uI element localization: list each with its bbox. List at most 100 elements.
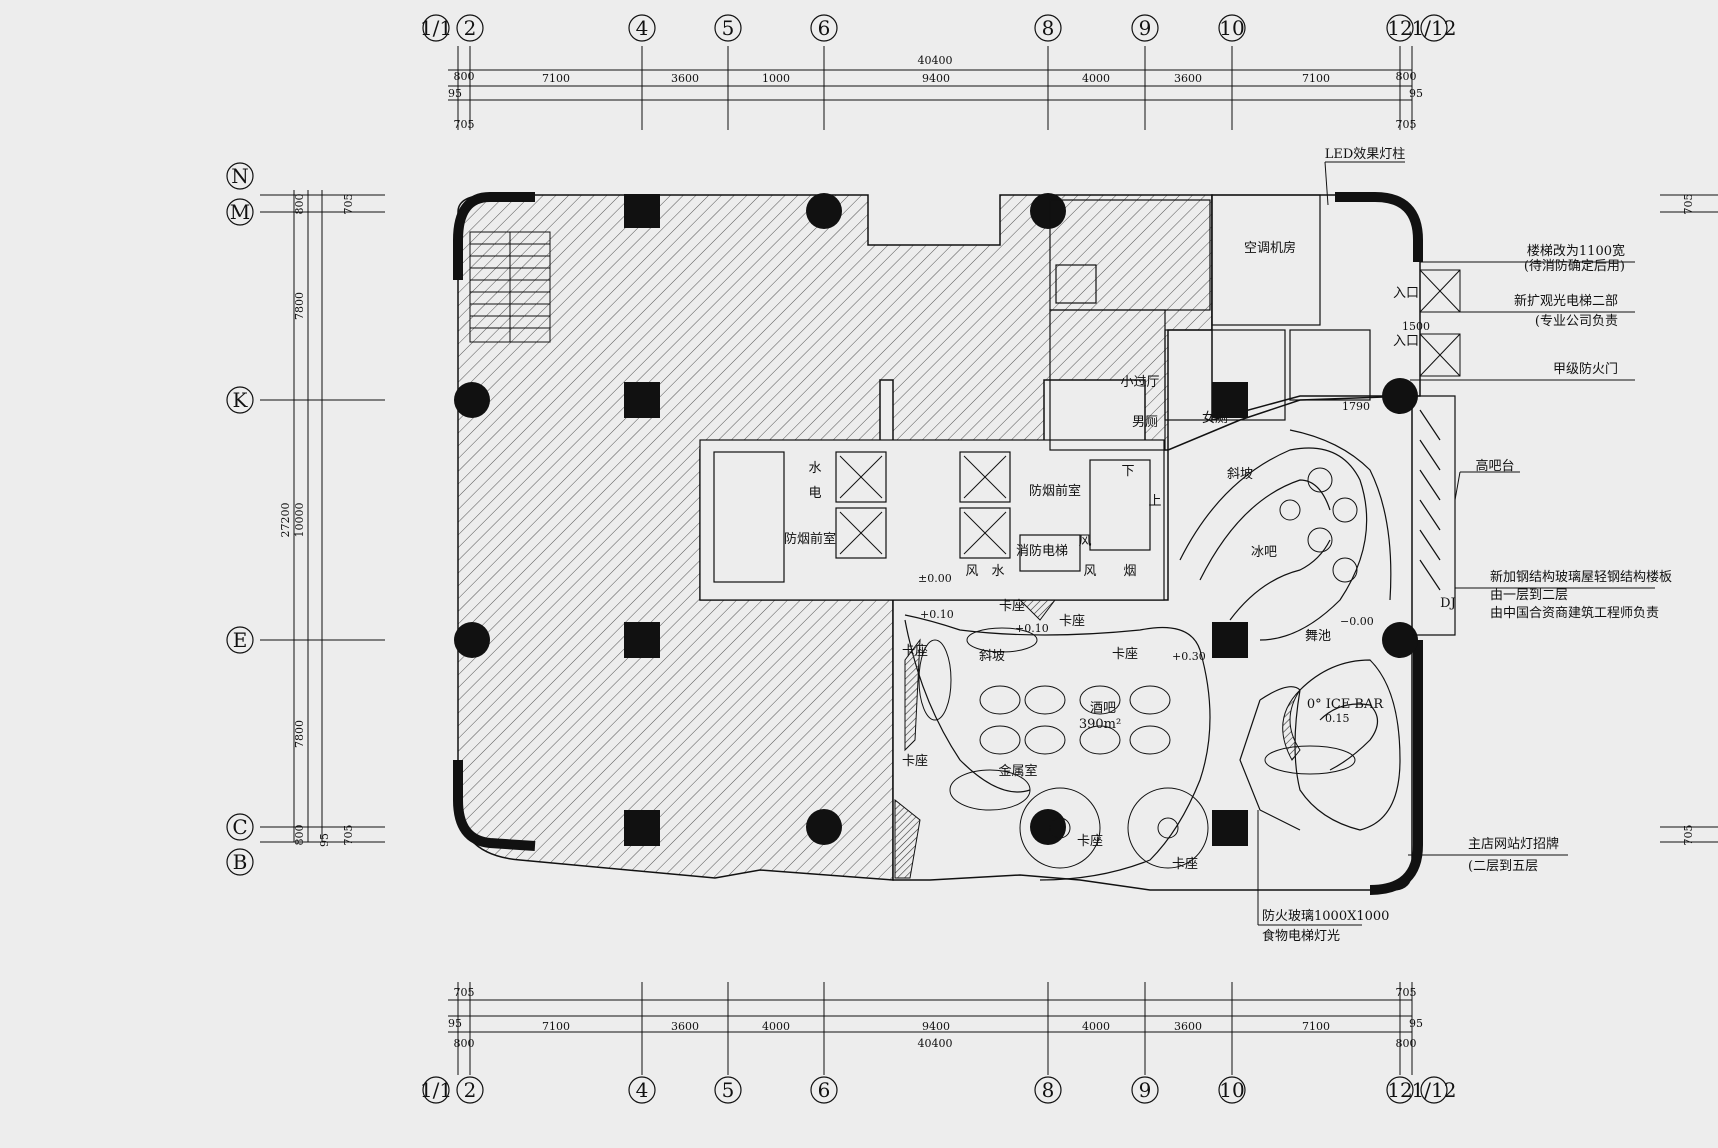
- dim-top-seg: 3600: [671, 72, 699, 85]
- axis-label-bottom: 10: [1219, 1078, 1244, 1102]
- axis-label-left: C: [232, 815, 247, 839]
- annotation-leaders: [1257, 161, 1655, 926]
- dim-top-seg: 1000: [762, 72, 790, 85]
- axis-label-top: 4: [636, 16, 649, 40]
- label-smoke-front: 防烟前室: [1029, 483, 1081, 499]
- label-entrance: 入口: [1393, 286, 1419, 301]
- label-slope: 斜坡: [979, 649, 1005, 664]
- axis-label-top: 2: [464, 16, 477, 40]
- left-axis-labels: N M K E C B: [230, 164, 250, 874]
- label-wind: 风: [1078, 534, 1091, 549]
- central-core: [699, 439, 1165, 601]
- label-male: 男厕: [1132, 415, 1158, 430]
- label-booth: 卡座: [902, 754, 928, 769]
- dim-bottom-seg: 3600: [1174, 1020, 1202, 1033]
- label-booth: 卡座: [1059, 614, 1085, 629]
- right-dimension-ticks: [1660, 194, 1718, 843]
- note-elevator-2: (专业公司负责: [1535, 314, 1618, 329]
- label-booth: 卡座: [999, 599, 1025, 614]
- dim-top-small: 95: [448, 87, 462, 100]
- dim-top-seg: 3600: [1174, 72, 1202, 85]
- axis-label-left: K: [233, 388, 249, 412]
- label-gold-room: 金属室: [998, 763, 1037, 779]
- dim-left-small: 705: [342, 825, 355, 846]
- axis-label-top: 8: [1042, 16, 1055, 40]
- label-smoke-front-2: 防烟前室: [784, 531, 836, 547]
- label-water: 水: [991, 564, 1004, 579]
- dim-top-seg: 4000: [1082, 72, 1110, 85]
- dim-top-small: 95: [1409, 87, 1423, 100]
- label-slope: 斜坡: [1227, 467, 1253, 482]
- label-smoke: 烟: [1123, 564, 1136, 579]
- label-wind: 风: [965, 564, 978, 579]
- dim-left-total: 27200: [279, 503, 292, 538]
- note-sign-2: (二层到五层: [1468, 859, 1538, 874]
- axis-label-bottom: 1/12: [1412, 1078, 1457, 1102]
- dim-left-seg: 7800: [293, 292, 306, 320]
- left-dimension-chain: [260, 190, 385, 843]
- note-sign-1: 主店网站灯招牌: [1468, 836, 1559, 852]
- note-steel-3: 由中国合资商建筑工程师负责: [1490, 605, 1659, 621]
- left-axis-bubbles: [226, 162, 254, 876]
- axis-label-bottom: 4: [636, 1078, 649, 1102]
- bottom-dimension-chain: [448, 982, 1413, 1075]
- dim-bottom-small: 705: [1396, 986, 1417, 999]
- note-elevator-1: 新扩观光电梯二部: [1514, 293, 1618, 309]
- annotation-texts: LED效果灯柱 楼梯改为1100宽 (待消防确定后用) 新扩观光电梯二部 (专业…: [1262, 147, 1672, 944]
- dim-bottom-seg: 4000: [762, 1020, 790, 1033]
- label-high-bar: 高吧台: [1475, 458, 1514, 474]
- dim-bottom-small: 95: [448, 1017, 462, 1030]
- label-small-hall: 小过厅: [1120, 375, 1159, 390]
- glass-roof-bay: [1412, 395, 1456, 636]
- dark-hatched-wedges: [894, 599, 1301, 879]
- axis-label-top: 1/1: [420, 16, 452, 40]
- dim-top-small: 705: [454, 118, 475, 131]
- label-booth: 卡座: [1077, 834, 1103, 849]
- axis-label-bottom: 5: [722, 1078, 735, 1102]
- bar-interior-curves: [904, 429, 1401, 881]
- note-glass-2: 食物电梯灯光: [1262, 928, 1340, 944]
- label-booth: 卡座: [1112, 647, 1138, 662]
- dim-bottom-seg: 9400: [922, 1020, 950, 1033]
- dim-top-small: 705: [1396, 118, 1417, 131]
- label-entrance: 入口: [1393, 334, 1419, 349]
- note-led: LED效果灯柱: [1325, 147, 1406, 162]
- top-axis-labels: 1/1 2 4 5 6 8 9 10 12 1/12: [420, 16, 1457, 40]
- axis-label-left: M: [230, 200, 250, 224]
- top-axis-bubbles: [422, 14, 1448, 42]
- dim-left-seg: 10000: [293, 503, 306, 538]
- dim-bottom-seg: 4000: [1082, 1020, 1110, 1033]
- label-female: 女厕: [1202, 410, 1228, 426]
- dim-left-small: 705: [342, 194, 355, 215]
- label-bar-area: 390m²: [1079, 717, 1121, 732]
- level-m000: −0.00: [1340, 615, 1374, 628]
- dim-bottom-seg: 800: [1396, 1037, 1417, 1050]
- structural-columns: [454, 193, 1418, 846]
- label-booth: 卡座: [1172, 857, 1198, 872]
- note-stair-2: (待消防确定后用): [1524, 258, 1625, 274]
- axis-label-top: 1/12: [1412, 16, 1457, 40]
- axis-label-bottom: 6: [818, 1078, 831, 1102]
- axis-label-left: N: [231, 164, 249, 188]
- label-dance-pool: 舞池: [1305, 629, 1331, 644]
- label-booth: 卡座: [902, 644, 928, 659]
- label-ice-bar-en: 0° ICE BAR: [1307, 697, 1385, 712]
- dim-bottom-seg: 7100: [1302, 1020, 1330, 1033]
- service-rooms: [1049, 194, 1371, 451]
- label-water: 水: [808, 461, 821, 476]
- dim-left-seg: 7800: [293, 720, 306, 748]
- axis-label-bottom: 9: [1139, 1078, 1152, 1102]
- top-dimension-texts: 40400 800 7100 3600 1000 9400 4000 3600 …: [448, 54, 1423, 131]
- dim-top-seg: 9400: [922, 72, 950, 85]
- level-010: +0.10: [1015, 622, 1049, 635]
- level-015: 0.15: [1325, 712, 1350, 725]
- axis-label-bottom: 1/1: [420, 1078, 452, 1102]
- corner-walls: [453, 192, 1423, 895]
- dim-bottom-seg: 7100: [542, 1020, 570, 1033]
- note-steel-1: 新加钢结构玻璃屋轻钢结构楼板: [1490, 569, 1672, 585]
- bottom-dimension-texts: 40400 800 7100 3600 4000 9400 4000 3600 …: [448, 986, 1423, 1050]
- label-bar: 酒吧: [1090, 701, 1116, 716]
- axis-label-bottom: 12: [1387, 1078, 1412, 1102]
- dim-top-seg: 800: [1396, 70, 1417, 83]
